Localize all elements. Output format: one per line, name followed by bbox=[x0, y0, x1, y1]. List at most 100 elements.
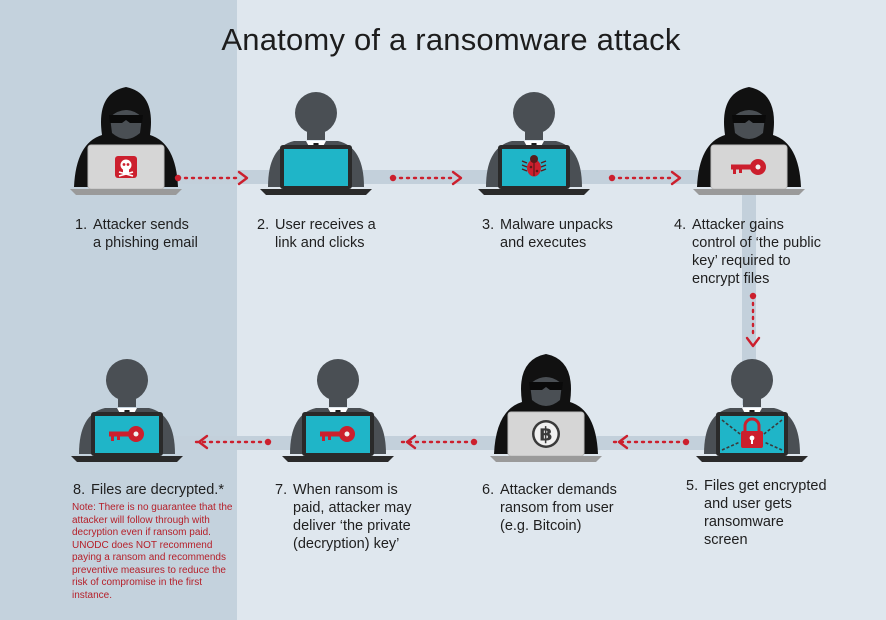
svg-text:฿: ฿ bbox=[539, 424, 552, 446]
arrow-step1-to-step2 bbox=[174, 170, 249, 186]
step-number: 4. bbox=[674, 217, 687, 233]
step-description-line: Files get encrypted bbox=[704, 478, 827, 494]
step-description: User receives a link and clicks bbox=[275, 216, 376, 252]
step-description-line: Attacker gains bbox=[692, 217, 784, 233]
step-3-label: 3. Malware unpacks and executes bbox=[482, 216, 613, 252]
laptop-base bbox=[693, 189, 805, 195]
disclaimer-note: Note: There is no guarantee that the att… bbox=[72, 502, 233, 601]
step-description-line: and user gets bbox=[704, 496, 792, 512]
step-description: Files are decrypted.* bbox=[91, 481, 224, 499]
key-icon bbox=[320, 426, 355, 442]
bug-icon bbox=[521, 155, 547, 177]
bitcoin-icon: ฿ bbox=[532, 420, 560, 448]
step-description-line: Malware unpacks bbox=[500, 217, 613, 233]
right-connector-bar bbox=[742, 180, 756, 405]
laptop-base bbox=[70, 189, 182, 195]
step-6-label: 6. Attacker demands ransom from user (e.g. … bbox=[482, 481, 617, 535]
hacker-face bbox=[530, 377, 562, 406]
laptop-screen bbox=[284, 149, 348, 186]
step-figure-2 bbox=[260, 92, 372, 195]
laptop-base bbox=[71, 456, 183, 462]
laptop bbox=[71, 412, 183, 462]
step-description: When ransom is paid, attacker may deliver … bbox=[293, 481, 411, 553]
step-number: 6. bbox=[482, 482, 495, 498]
step-description-line: screen bbox=[704, 532, 748, 548]
step-description-line: Attacker sends bbox=[93, 217, 189, 233]
step-8-label: 8. Files are decrypted.* bbox=[73, 481, 224, 499]
sunglasses bbox=[529, 382, 563, 390]
step-7-label: 7. When ransom is paid, attacker may delive… bbox=[275, 481, 411, 553]
arrow-step5-to-step6 bbox=[609, 434, 690, 450]
arrow-step7-to-step8 bbox=[189, 434, 272, 450]
laptop bbox=[696, 412, 808, 462]
step-description-line: User receives a bbox=[275, 217, 376, 233]
sunglasses bbox=[732, 115, 766, 123]
key-icon bbox=[109, 426, 144, 442]
step-description-line: encrypt files bbox=[692, 271, 770, 287]
laptop bbox=[478, 145, 590, 195]
step-description-line: paid, attacker may bbox=[293, 500, 412, 516]
step-description-line: (decryption) key’ bbox=[293, 536, 400, 552]
step-1-label: 1. Attacker sends a phishing email bbox=[75, 216, 198, 252]
person-head bbox=[106, 359, 148, 401]
hacker-face bbox=[110, 110, 142, 139]
step-number: 1. bbox=[75, 217, 88, 233]
step-figure-8 bbox=[71, 359, 183, 462]
step-2-label: 2. User receives a link and clicks bbox=[257, 216, 376, 252]
hacker-face bbox=[733, 110, 765, 139]
padlock-icon bbox=[721, 417, 783, 451]
step-description-line: link and clicks bbox=[275, 235, 365, 251]
person-head bbox=[295, 92, 337, 134]
person-head bbox=[513, 92, 555, 134]
step-description: Attacker demands ransom from user (e.g. Bi… bbox=[500, 481, 617, 535]
laptop bbox=[260, 145, 372, 195]
laptop bbox=[282, 412, 394, 462]
step-figure-1 bbox=[70, 87, 182, 195]
arrow-step6-to-step7 bbox=[397, 434, 478, 450]
laptop: ฿ bbox=[490, 411, 602, 462]
key-icon bbox=[731, 159, 766, 175]
step-description-line: deliver ‘the private bbox=[293, 518, 411, 534]
laptop-base bbox=[490, 456, 602, 462]
sunglasses bbox=[109, 115, 143, 123]
step-number: 7. bbox=[275, 482, 288, 498]
step-number: 2. bbox=[257, 217, 270, 233]
laptop-base bbox=[478, 189, 590, 195]
skull-icon bbox=[115, 156, 137, 178]
step-description: Attacker sends a phishing email bbox=[93, 216, 198, 252]
main-background bbox=[237, 0, 886, 620]
step-description-line: Files are decrypted.* bbox=[91, 482, 224, 498]
step-description-line: ransom from user bbox=[500, 500, 614, 516]
step-description-line: Attacker demands bbox=[500, 482, 617, 498]
step-description-line: ransomware bbox=[704, 514, 784, 530]
laptop-base bbox=[696, 456, 808, 462]
step-description-line: a phishing email bbox=[93, 235, 198, 251]
laptop-base bbox=[282, 456, 394, 462]
person-head bbox=[731, 359, 773, 401]
step-number: 8. bbox=[73, 482, 86, 498]
step-description-line: control of ‘the public bbox=[692, 235, 821, 251]
laptop bbox=[693, 144, 805, 195]
step-figure-3 bbox=[478, 92, 590, 195]
step-description-line: and executes bbox=[500, 235, 587, 251]
arrow-step3-to-step4 bbox=[608, 170, 682, 186]
step-figure-7 bbox=[282, 359, 394, 462]
arrow-step2-to-step3 bbox=[389, 170, 463, 186]
arrow-step4-to-step5 bbox=[745, 292, 761, 348]
step-figure-6: ฿ bbox=[490, 354, 602, 462]
step-description-line: When ransom is bbox=[293, 482, 398, 498]
page-title: Anatomy of a ransomware attack bbox=[221, 22, 681, 57]
step-number: 3. bbox=[482, 217, 495, 233]
step-description-line: (e.g. Bitcoin) bbox=[500, 518, 582, 534]
step-figure-5 bbox=[696, 359, 808, 462]
laptop bbox=[70, 144, 182, 195]
step-figure-4 bbox=[693, 87, 805, 195]
step-description: Files get encrypted and user gets ransomwa… bbox=[704, 477, 827, 549]
step-description: Malware unpacks and executes bbox=[500, 216, 613, 252]
person-head bbox=[317, 359, 359, 401]
